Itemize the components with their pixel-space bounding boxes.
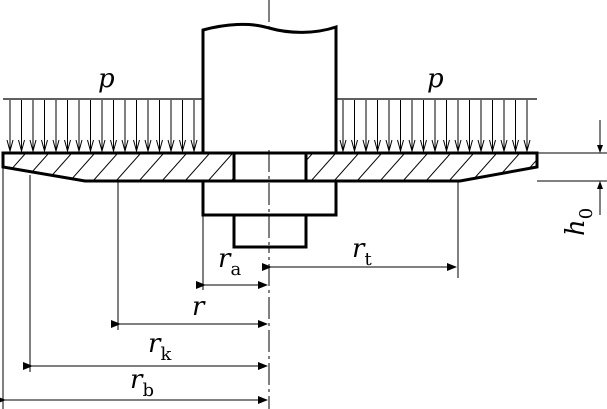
hatch-line (84, 153, 126, 181)
pressure-arrowhead (190, 139, 198, 153)
pressure-arrowhead (179, 139, 186, 153)
pressure-arrowhead (18, 139, 25, 153)
pressure-arrowhead (512, 139, 519, 153)
pressure-arrowhead (110, 139, 117, 153)
pressure-arrowhead (351, 139, 358, 153)
pressure-arrowhead (420, 139, 427, 153)
hatch-line (306, 153, 344, 181)
pressure-arrowhead (489, 139, 496, 153)
label-r: r (192, 292, 206, 322)
hatch-line (199, 153, 234, 181)
hatch-line (394, 153, 436, 181)
pressure-arrowhead (133, 139, 140, 153)
hub (201, 150, 338, 250)
hatch-line (38, 153, 80, 181)
hatch-line (176, 153, 218, 181)
pressure-label-right: p (427, 64, 444, 94)
pressure-arrowhead (523, 139, 531, 153)
hatch-line (15, 153, 57, 181)
pressure-arrowhead (144, 139, 152, 153)
pressure-arrowhead (156, 139, 163, 153)
h0-sub: 0 (576, 208, 597, 219)
hatch-line (463, 153, 505, 181)
pressure-arrowhead (52, 139, 60, 153)
hatch-line (371, 153, 413, 181)
pressure-arrowhead (98, 139, 106, 153)
pressure-arrows-right (339, 100, 531, 153)
label-h0: h0 (561, 208, 597, 236)
pressure-arrowhead (500, 139, 508, 153)
pressure-arrowhead (466, 139, 473, 153)
h0-main: h (561, 219, 591, 236)
label-ra: ra (218, 244, 241, 280)
hatch-line (417, 153, 459, 181)
pressure-arrowhead (374, 139, 381, 153)
hatch-line (440, 153, 482, 181)
hatch-line (107, 153, 149, 181)
nut (232, 213, 308, 249)
pressure-arrowhead (431, 139, 439, 153)
pressure-arrowhead (167, 139, 175, 153)
pressure-arrowhead (41, 139, 48, 153)
hatch-line (486, 153, 528, 181)
hatch-line (532, 153, 537, 181)
pressure-arrowhead (87, 139, 94, 153)
pressure-load-left (3, 98, 203, 153)
pressure-arrows-left (6, 100, 198, 153)
hatch-line (153, 153, 195, 181)
pressure-arrowhead (408, 139, 416, 153)
pressure-arrowhead (443, 139, 450, 153)
extension-lines (2, 167, 459, 409)
hatch-line (348, 153, 390, 181)
shaft (201, 22, 338, 153)
pressure-arrowhead (454, 139, 462, 153)
hatch-line (325, 153, 367, 181)
thickness-dimension (537, 120, 607, 215)
pressure-arrowhead (121, 139, 129, 153)
plate-left (1, 151, 236, 183)
hatch-line (61, 153, 103, 181)
pressure-arrowhead (362, 139, 370, 153)
pressure-arrowhead (339, 139, 347, 153)
pressure-arrowhead (385, 139, 393, 153)
pressure-label-left: p (98, 64, 115, 94)
svg-text:h0: h0 (561, 208, 597, 236)
pressure-arrowhead (397, 139, 404, 153)
pressure-arrowhead (477, 139, 485, 153)
label-rb: rb (130, 365, 154, 401)
label-rt: rt (352, 234, 372, 270)
pressure-arrowhead (64, 139, 71, 153)
hatch-line (130, 153, 172, 181)
pressure-arrowhead (75, 139, 83, 153)
pressure-load-right (336, 98, 537, 153)
label-rk: rk (148, 329, 172, 365)
pressure-arrowhead (29, 139, 37, 153)
pressure-arrowhead (6, 139, 14, 153)
